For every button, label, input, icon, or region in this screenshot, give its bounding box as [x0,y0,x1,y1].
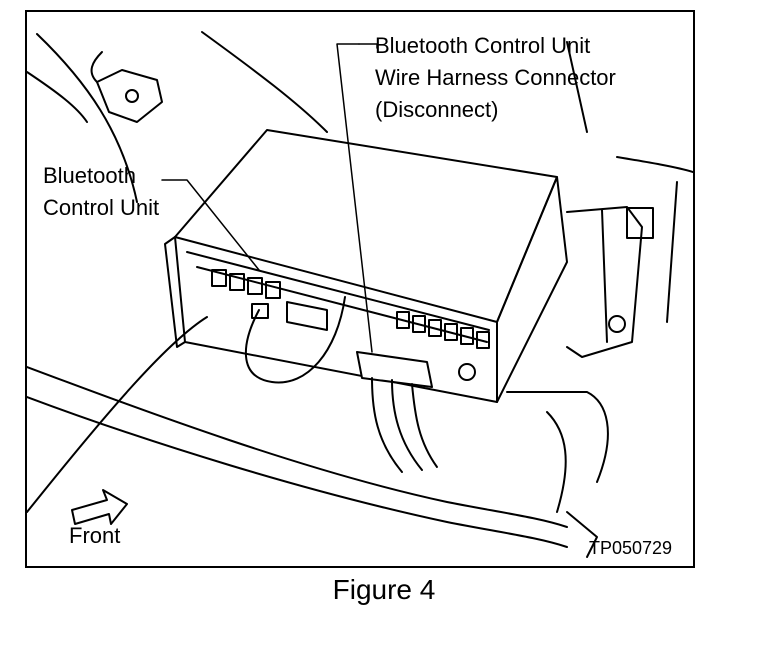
wiring-harness-bundle [27,316,609,558]
connector-port-row-right [396,311,490,349]
figure-caption: Figure 4 [332,574,436,605]
front-label: Front [69,523,121,548]
unit-label-line2: Control Unit [43,195,160,220]
bluetooth-unit-illustration [27,31,693,558]
antenna-cable [244,296,346,384]
front-arrow-icon [71,489,128,525]
wire-harness-connector [356,351,438,473]
background-panel [27,31,693,323]
unit-label-line1: Bluetooth [43,163,136,188]
connector-port-row-left [211,269,281,299]
antenna-plug [251,303,269,319]
connector-label-line2: Wire Harness Connector [375,65,616,90]
mounting-bracket-right [566,206,654,358]
control-unit-box [164,129,568,403]
figure-code: TP050729 [589,538,673,558]
figure-frame: Bluetooth Control Unit Wire Harness Conn… [25,10,695,568]
connector-label-line1: Bluetooth Control Unit [375,33,591,58]
antenna-jack [286,301,328,331]
mounting-bracket-top [90,51,163,123]
connector-label-line3: (Disconnect) [375,97,499,122]
leader-lines [161,43,378,353]
